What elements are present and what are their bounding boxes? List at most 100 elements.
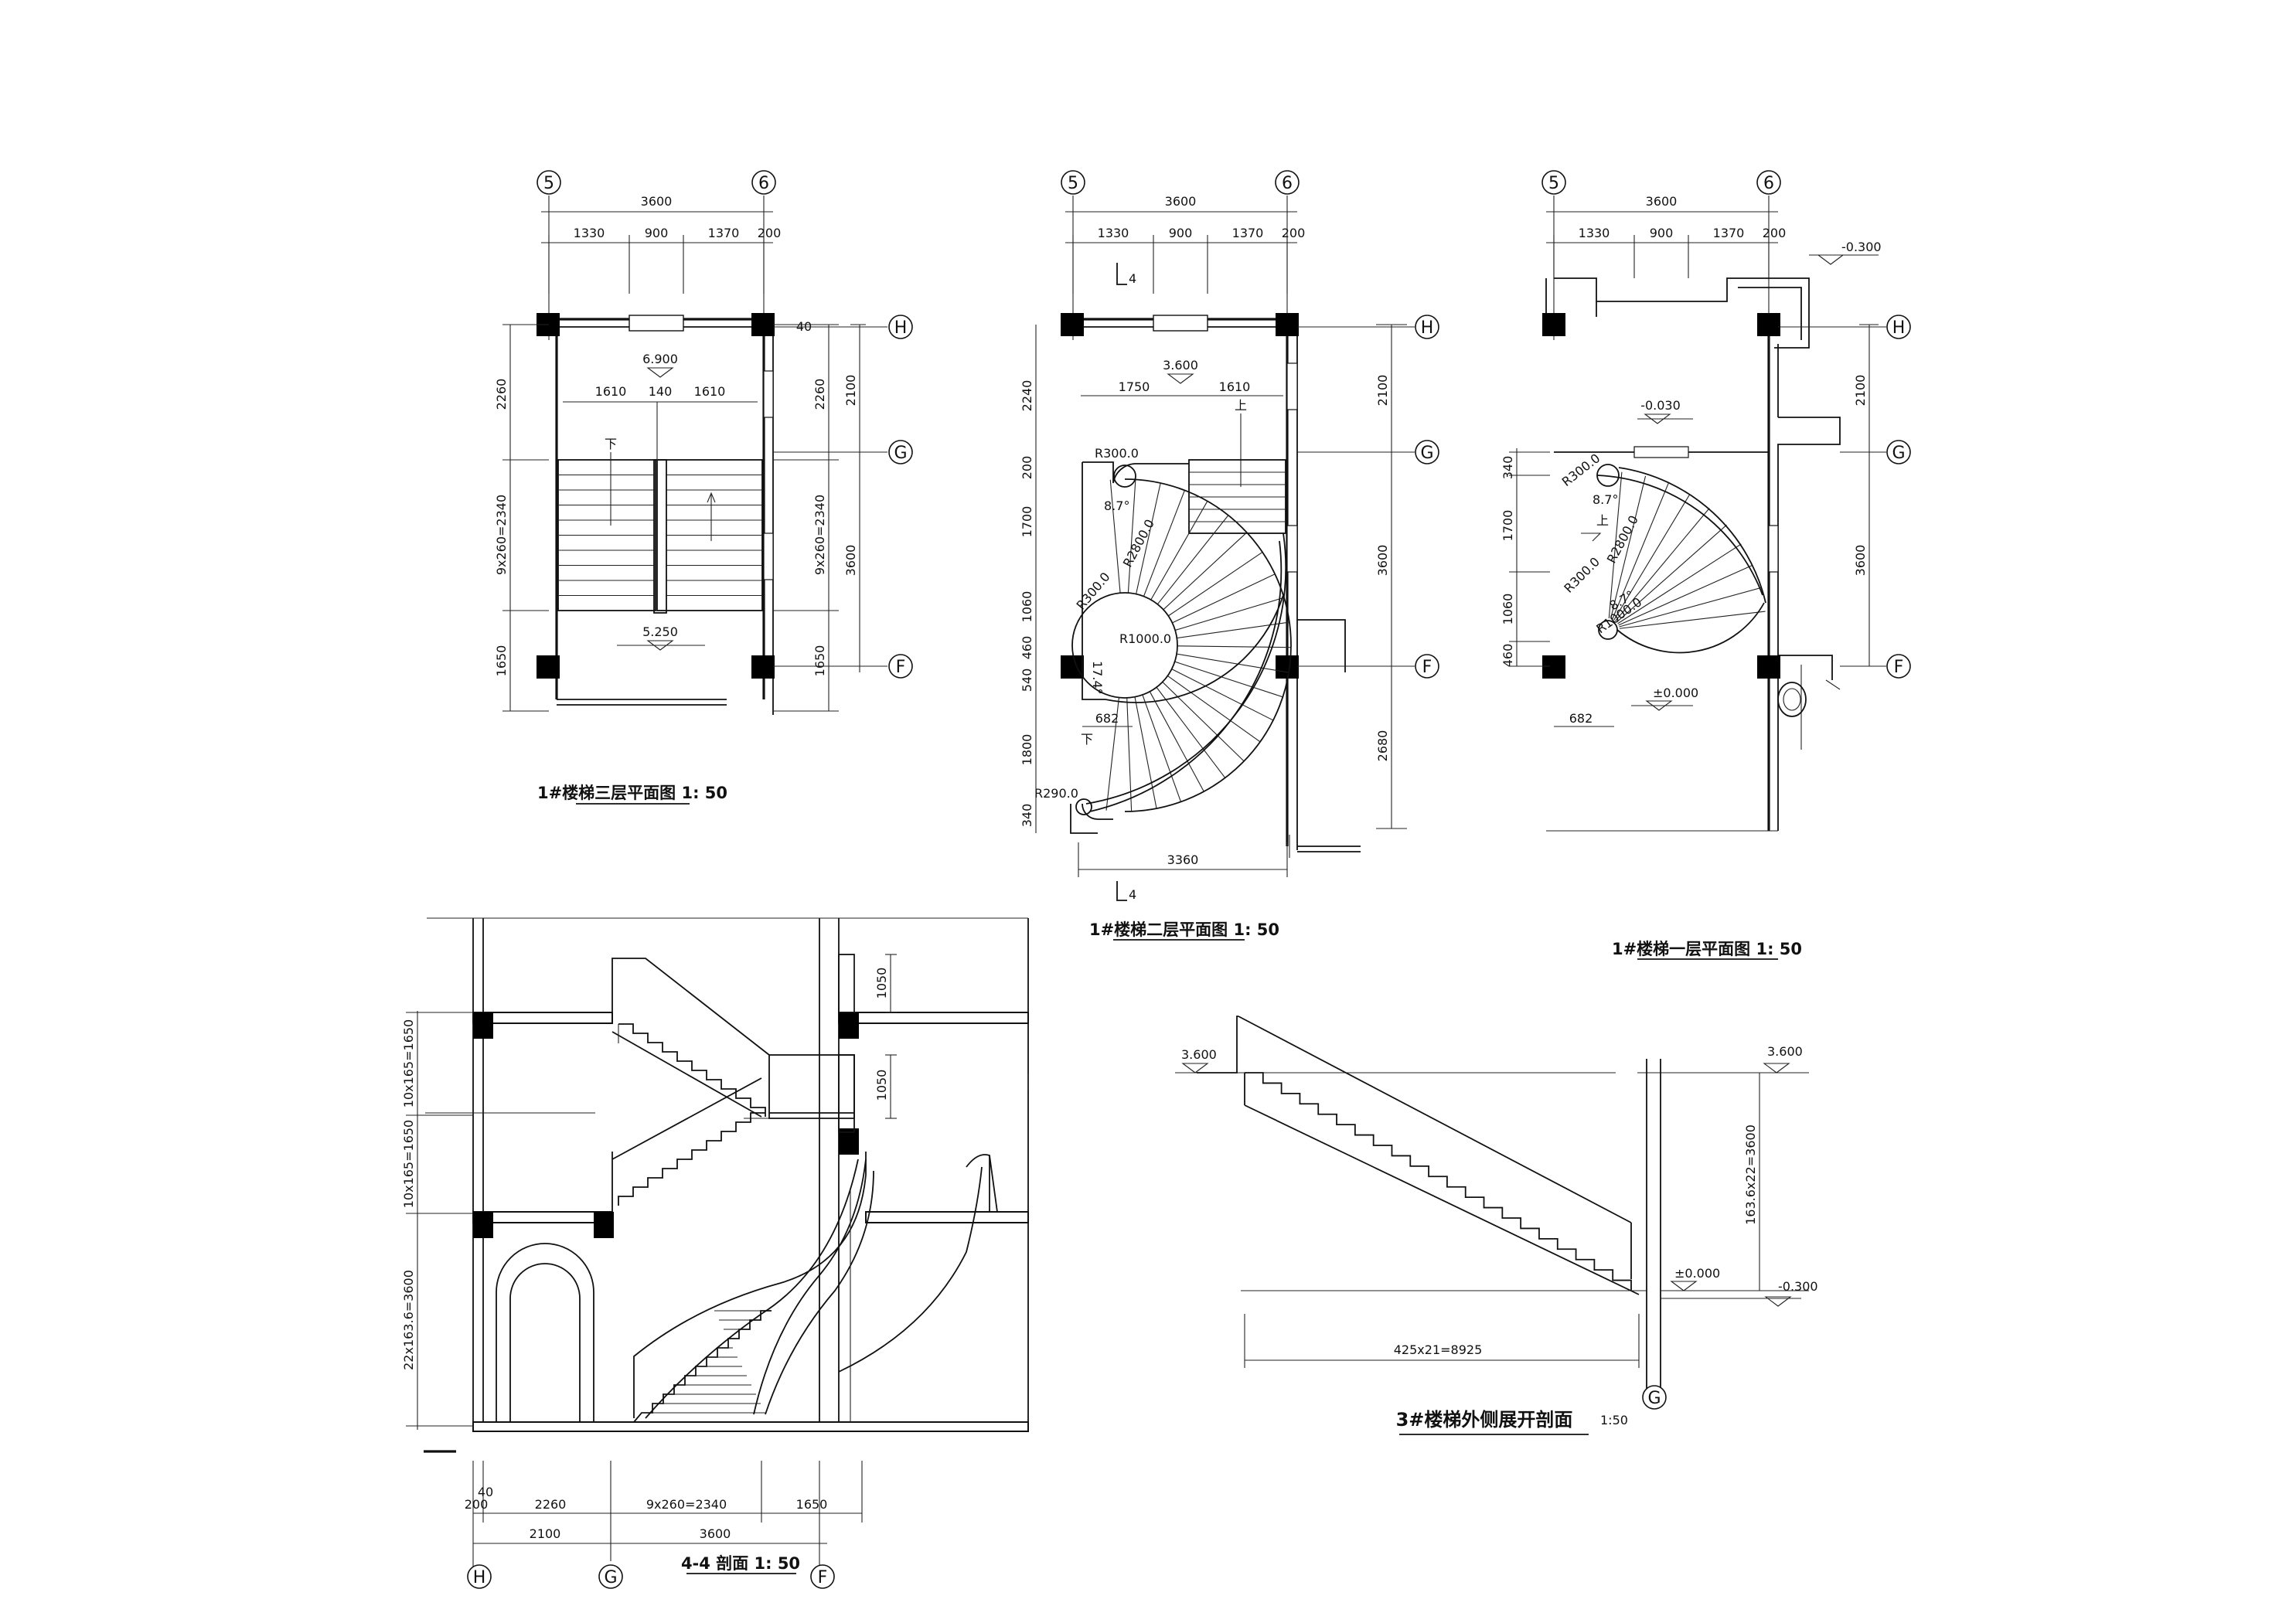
- dim-bottom-2100: 2100: [530, 1526, 561, 1541]
- dim-seg-1: 1330: [1098, 226, 1129, 240]
- tread-line: [1142, 694, 1181, 802]
- dim-seg-1: 1330: [574, 226, 605, 240]
- elev-outside: -0.300: [1841, 240, 1882, 254]
- dim-seg-1: 1330: [1579, 226, 1610, 240]
- up-mark: 上: [1235, 398, 1247, 413]
- dim-left-2: 9x260=2340: [494, 495, 509, 575]
- tread-line: [1618, 564, 1753, 626]
- dim-left-1: 340: [1501, 456, 1515, 480]
- dim-left-7: 1800: [1020, 734, 1034, 766]
- dim-seg-3: 1370: [708, 226, 740, 240]
- tread-line: [1156, 686, 1226, 778]
- axis-bubble-5: [537, 170, 561, 195]
- dim-left-2: 10x165=1650: [401, 1120, 416, 1209]
- dim-right-1: 1050: [874, 968, 889, 999]
- axis-bubble-6: [751, 170, 776, 195]
- tread-line: [1105, 697, 1119, 811]
- dim-left-6: 460: [1020, 636, 1034, 660]
- section-4-4: 10x165=1650 10x165=1650 22x163.6=3600 10…: [401, 917, 1029, 1589]
- section-3-exterior: 3.600 3.600 ±0.000 -0.300 163.6x22=3600 …: [1175, 1016, 1818, 1435]
- tread-line: [1167, 552, 1263, 617]
- column: [751, 313, 775, 336]
- tread-line: [1174, 661, 1283, 698]
- dim-bottom-40: 40: [478, 1485, 493, 1499]
- dim-right-2: 3600: [1853, 545, 1868, 577]
- radius-r300: R300.0: [1095, 446, 1139, 461]
- step-outline: [618, 1023, 766, 1117]
- dim-left-1: 2240: [1020, 380, 1034, 412]
- dim-total-width: 3600: [641, 194, 673, 209]
- dim-right-2: 9x260=2340: [812, 495, 827, 575]
- dim-682: 682: [1095, 711, 1119, 726]
- section-mark-bottom: 4: [1129, 887, 1136, 902]
- tread-line: [1171, 669, 1274, 721]
- section-mark-top: 4: [1129, 271, 1136, 286]
- axis-label-G: G: [1420, 444, 1433, 463]
- section-3-title: 3#楼梯外侧展开剖面: [1396, 1409, 1573, 1431]
- angle-87: 8.7°: [1593, 492, 1618, 507]
- dim-seg-3: 1370: [1713, 226, 1745, 240]
- dim-landing-1: 1750: [1119, 379, 1150, 394]
- dim-right-2: 3600: [1375, 545, 1390, 577]
- section-3-scale: 1:50: [1600, 1413, 1628, 1427]
- axis-label-G: G: [894, 444, 907, 463]
- tread-line: [1149, 691, 1204, 792]
- tread-line: [1109, 479, 1121, 594]
- axis-label-6: 6: [1763, 174, 1774, 193]
- dim-seg-3: 1370: [1232, 226, 1264, 240]
- axis-label-F: F: [1422, 658, 1432, 677]
- plan-second-title: 1#楼梯二层平面图 1: 50: [1089, 920, 1279, 939]
- elev-top-left: 3.600: [1181, 1047, 1217, 1062]
- elev-top-right: 3.600: [1767, 1044, 1803, 1059]
- axis-label-6: 6: [758, 174, 769, 193]
- dim-right-outer-1: 2100: [843, 375, 858, 407]
- axis-label-5: 5: [543, 174, 554, 193]
- dim-left-3: 1060: [1501, 594, 1515, 625]
- tread-line: [1613, 494, 1691, 621]
- dim-vertical: 163.6x22=3600: [1743, 1125, 1758, 1225]
- radius-r1000: R1000.0: [1119, 631, 1171, 646]
- dim-bottom-200: 200: [465, 1497, 489, 1512]
- elev-landing: 5.250: [642, 624, 678, 639]
- dim-bottom-total: 3360: [1167, 852, 1199, 867]
- dim-seg-2: 900: [1169, 226, 1193, 240]
- dim-left-1: 10x165=1650: [401, 1019, 416, 1108]
- tread-line: [1616, 524, 1727, 623]
- elev-outside: -0.300: [1778, 1279, 1818, 1294]
- plan-third-floor: 5 6 3600 1330 900 1370 200 1610 140: [494, 170, 913, 805]
- column: [751, 655, 775, 679]
- tread-line: [1619, 611, 1766, 629]
- tread-line: [1172, 573, 1276, 624]
- elev-ground: ±0.000: [1674, 1266, 1720, 1281]
- dim-bottom-flight: 9x260=2340: [646, 1497, 727, 1512]
- step-outline: [1124, 478, 1292, 812]
- column: [537, 655, 560, 679]
- dim-left-3: 1700: [1020, 506, 1034, 538]
- tread-line: [1157, 515, 1229, 605]
- dim-left-3: 1650: [494, 645, 509, 677]
- axis-label-H: H: [1421, 318, 1434, 338]
- axis-label-H: H: [473, 1568, 486, 1587]
- dim-bottom-2260: 2260: [535, 1497, 567, 1512]
- dim-horizontal: 425x21=8925: [1394, 1342, 1483, 1357]
- elev-third: 6.900: [642, 352, 678, 366]
- tread-line: [1167, 675, 1261, 743]
- dim-left-4: 460: [1501, 644, 1515, 668]
- axis-label-F: F: [1894, 658, 1904, 677]
- tread-line: [1134, 696, 1157, 809]
- tread-line: [1162, 682, 1245, 762]
- dim-682: 682: [1569, 711, 1593, 726]
- plan-first-title: 1#楼梯一层平面图 1: 50: [1612, 940, 1802, 958]
- dim-seg-2: 900: [1650, 226, 1674, 240]
- dim-left-2: 1700: [1501, 510, 1515, 542]
- axis-label-F: F: [818, 1568, 828, 1587]
- plan-third-title: 1#楼梯三层平面图 1: 50: [537, 784, 727, 802]
- dim-total-width: 3600: [1646, 194, 1678, 209]
- dim-right-3: 2680: [1375, 730, 1390, 762]
- dim-left-1: 2260: [494, 379, 509, 410]
- tread-line: [1136, 482, 1161, 594]
- up-mark: 上: [1596, 513, 1609, 528]
- elev-floor: ±0.000: [1653, 686, 1698, 700]
- axis-label-G: G: [1892, 444, 1905, 463]
